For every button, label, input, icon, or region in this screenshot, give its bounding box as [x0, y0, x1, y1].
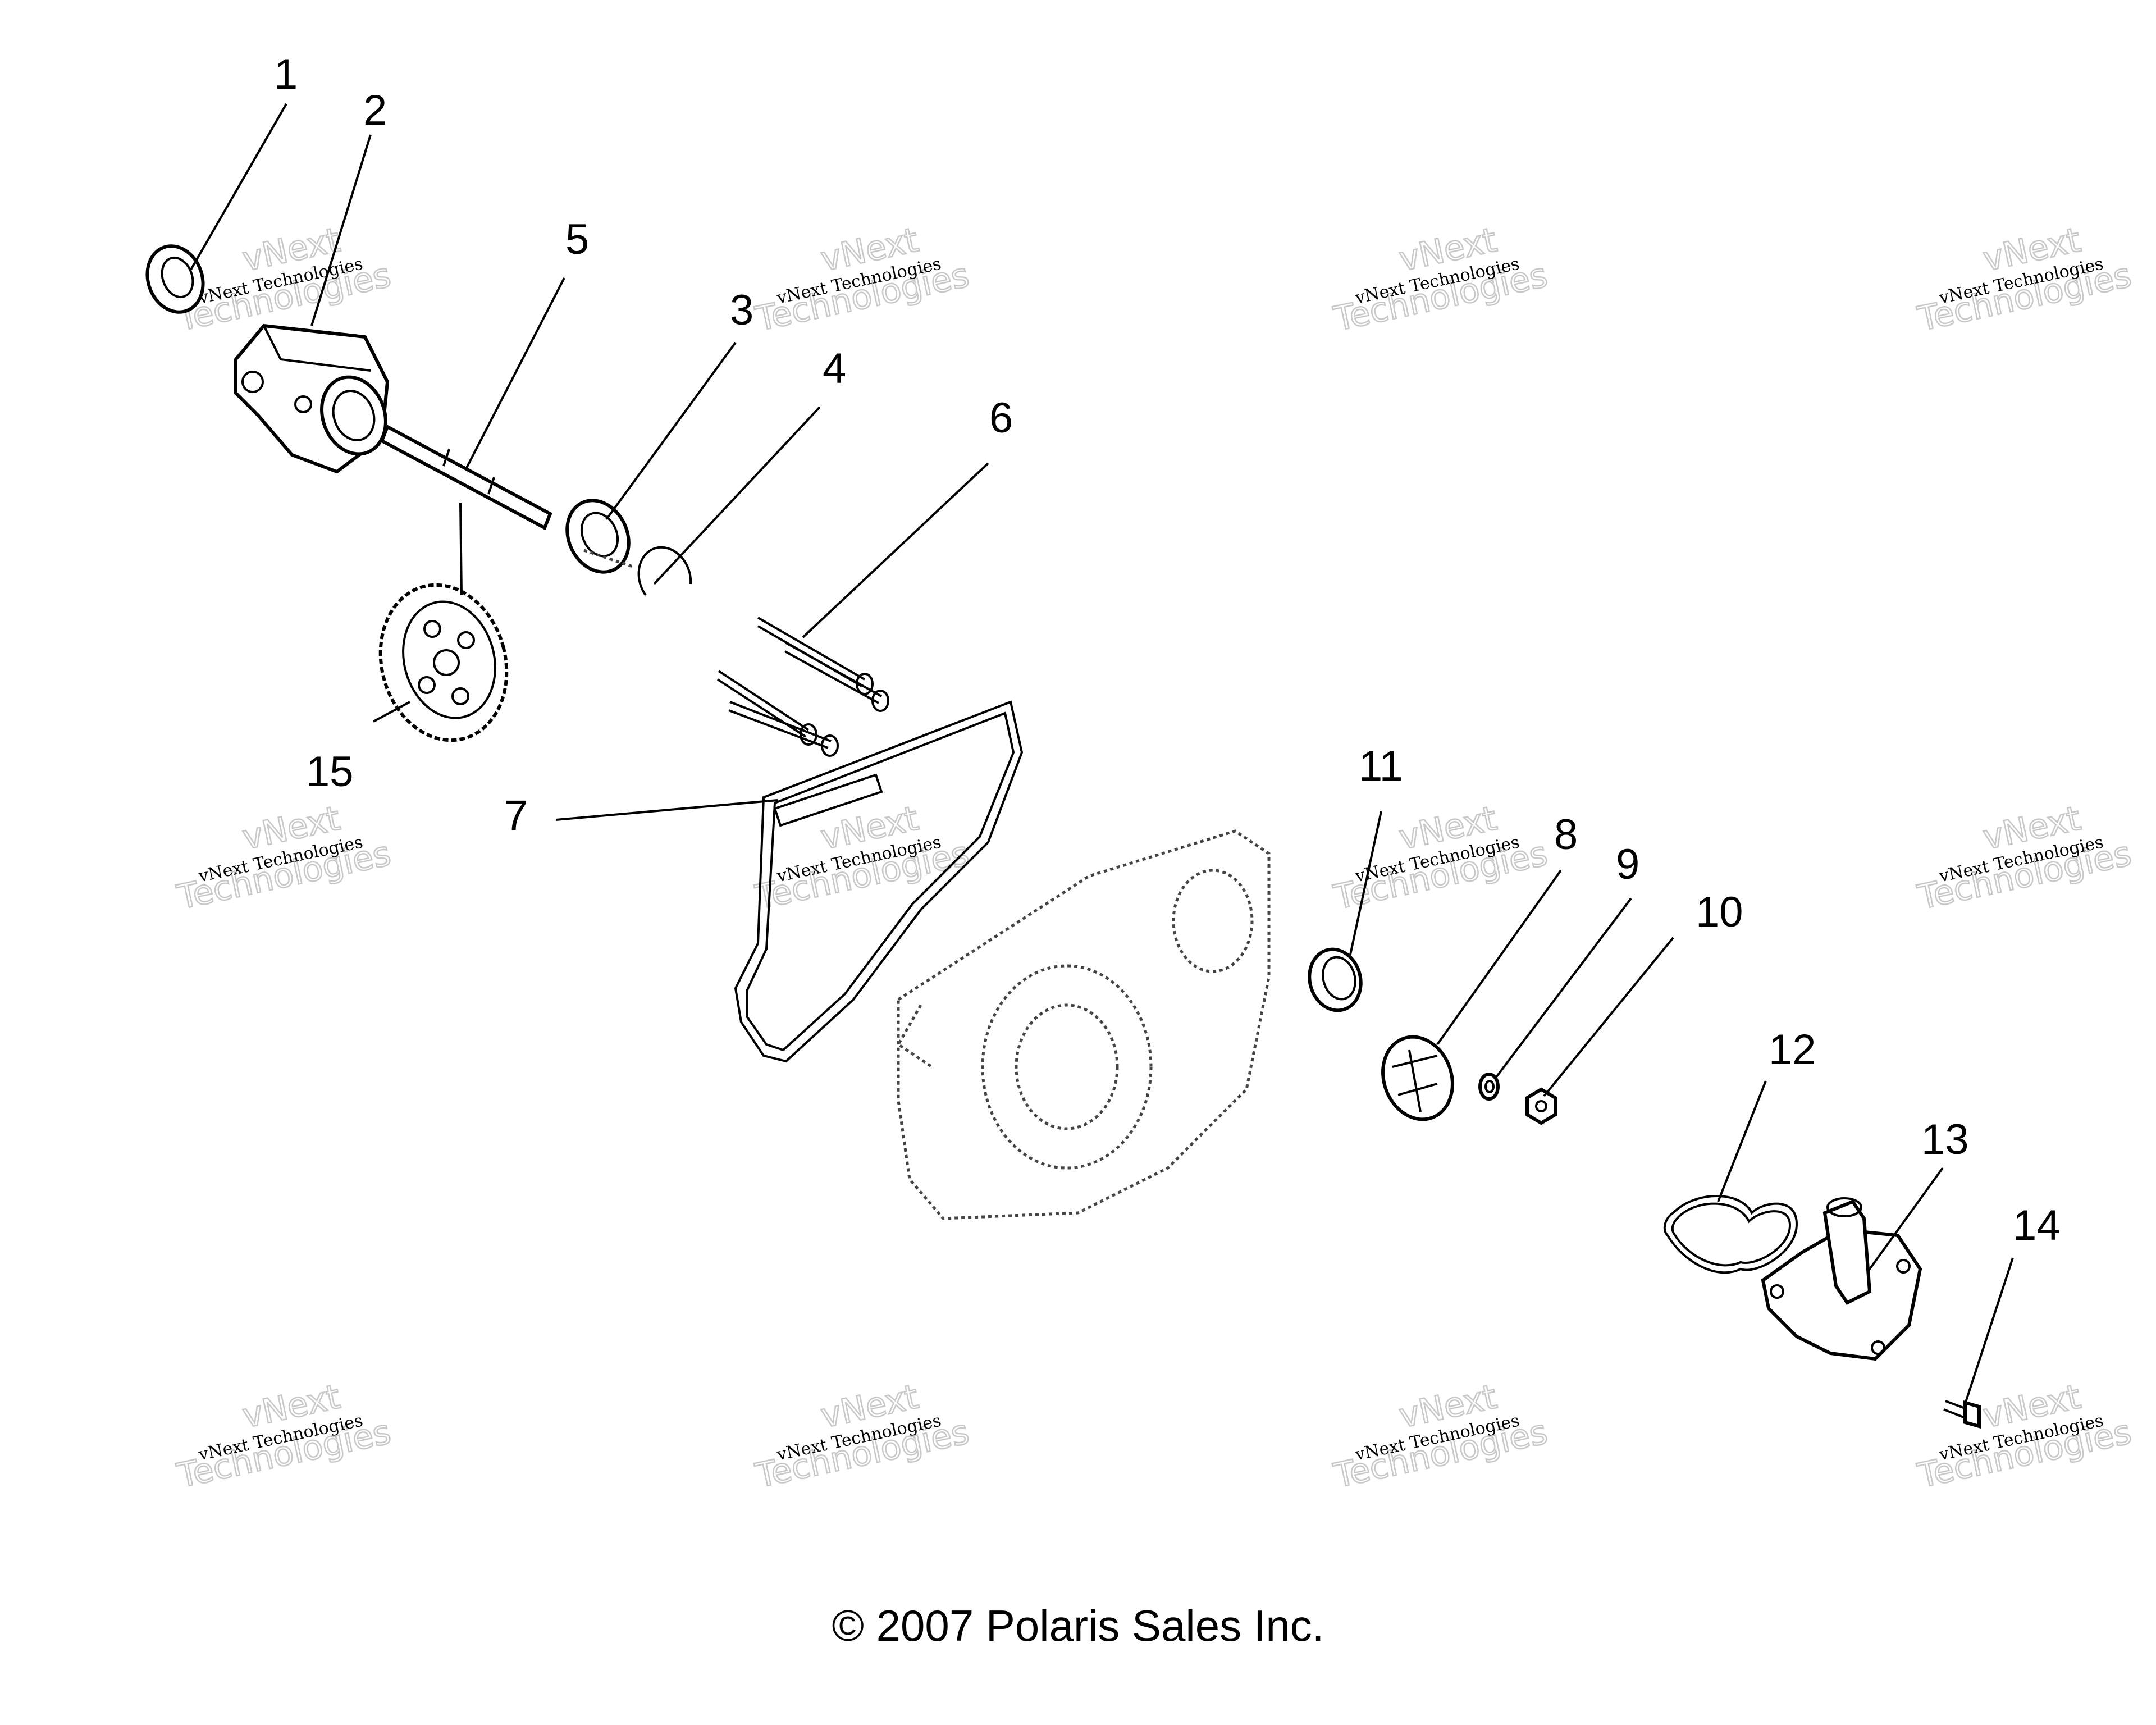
- part-4-snap-ring: [583, 546, 692, 596]
- callout-7: 7: [504, 792, 528, 839]
- callout-10: 10: [1696, 888, 1743, 936]
- callout-15: 15: [306, 748, 354, 796]
- part-15-gear: [378, 583, 509, 742]
- part-11-seal: [1308, 947, 1363, 1012]
- part-8-impeller: [1381, 1035, 1454, 1121]
- callout-14: 14: [2013, 1202, 2061, 1249]
- part-2-pump-housing: [234, 323, 390, 474]
- part-9-washer: [1478, 1073, 1500, 1101]
- callout-13: 13: [1921, 1116, 1969, 1163]
- callout-9: 9: [1616, 841, 1639, 888]
- part-6-bolts: [716, 617, 889, 757]
- part-13-pump-cover: [1761, 1197, 1922, 1361]
- part-12-o-ring: [1663, 1195, 1798, 1274]
- part-5-shaft: [380, 424, 552, 531]
- copyright-notice: © 2007 Polaris Sales Inc.: [832, 1601, 1324, 1650]
- callout-6: 6: [989, 394, 1013, 442]
- part-3-bearing: [565, 499, 631, 574]
- part-7-gasket: [734, 700, 1024, 1063]
- part-1-seal: [145, 244, 205, 314]
- callout-8: 8: [1554, 811, 1578, 859]
- callout-5: 5: [565, 216, 589, 263]
- leader-lines: [190, 103, 2014, 1404]
- callout-4: 4: [823, 345, 846, 393]
- engine-crankcase: [896, 829, 1271, 1220]
- callout-labels: 1 2 5 3 4 6 15 7 11 8 9 10 12 13 14: [274, 51, 2061, 1249]
- callout-1: 1: [274, 51, 298, 98]
- callout-11: 11: [1359, 742, 1403, 790]
- part-10-nut: [1525, 1087, 1557, 1125]
- callout-3: 3: [730, 286, 753, 334]
- callout-2: 2: [363, 86, 387, 134]
- part-14-bolt: [1943, 1400, 1981, 1429]
- callout-12: 12: [1769, 1026, 1816, 1074]
